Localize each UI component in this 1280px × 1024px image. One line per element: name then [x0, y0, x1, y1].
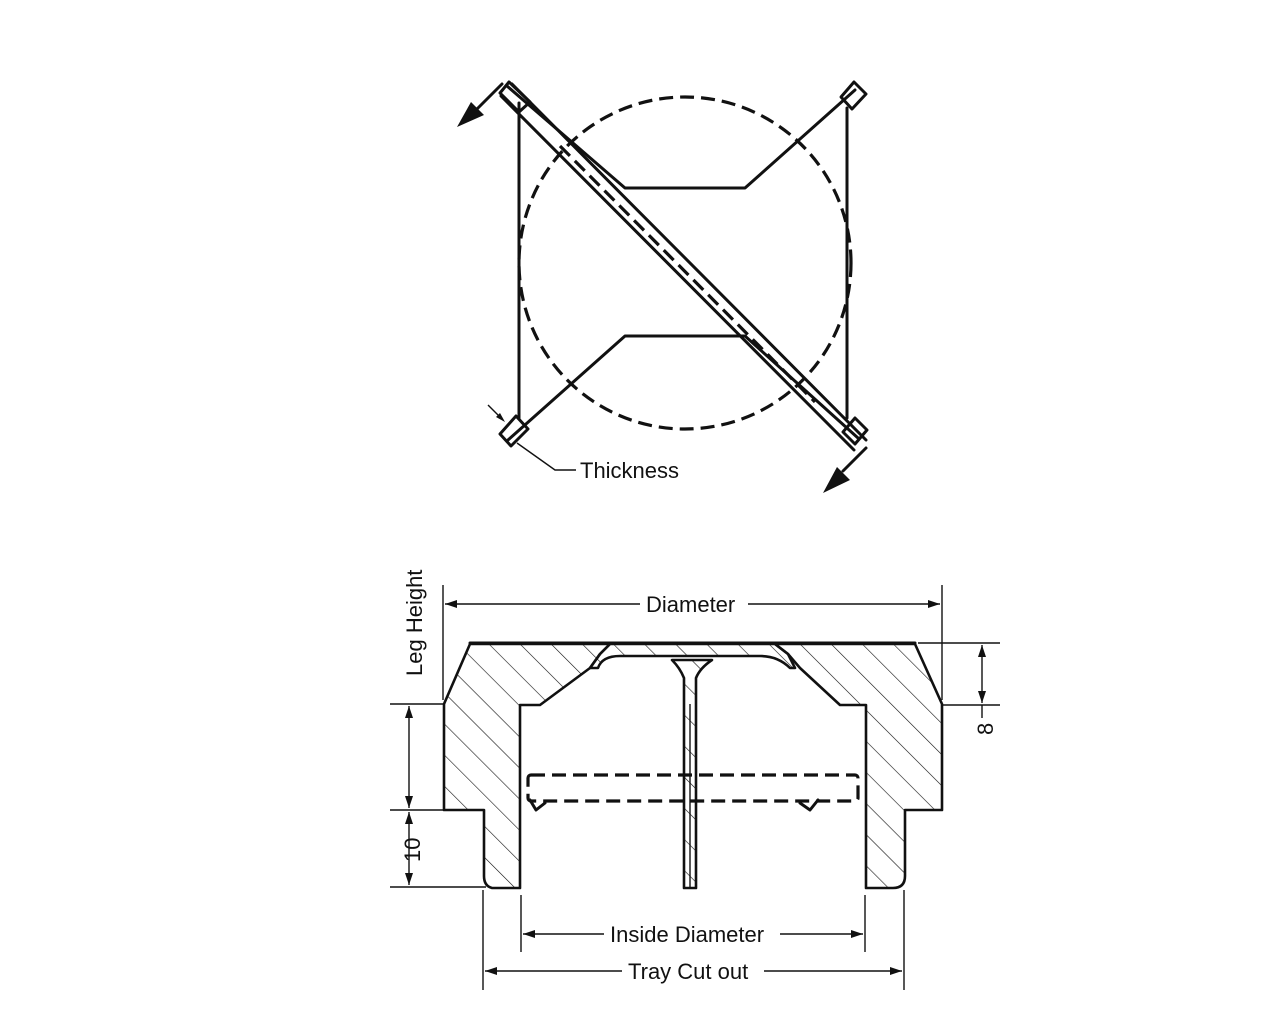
- thickness-label: Thickness: [580, 458, 679, 483]
- dim-10-label: 10: [400, 838, 425, 862]
- upper-profile: [505, 84, 857, 190]
- pad-top-right: [839, 80, 868, 111]
- pad-bottom-left: [498, 414, 530, 448]
- thickness-leader: [516, 442, 576, 471]
- lower-profile: [506, 334, 860, 442]
- section-plane-line-a: [510, 82, 868, 442]
- tray-clip-left: [528, 798, 547, 812]
- section-right: [773, 642, 944, 890]
- section-plane-line-b: [499, 94, 856, 452]
- section-arrow-top-stem: [474, 82, 504, 112]
- section-arrow-bottom-head: [823, 467, 850, 493]
- tray-clip-right: [798, 798, 820, 812]
- diameter-label: Diameter: [646, 592, 735, 617]
- thickness-arrowhead: [496, 413, 505, 422]
- tray-cut-out-label: Tray Cut out: [628, 959, 748, 984]
- top-view: Thickness: [457, 80, 869, 493]
- leg-height-label: Leg Height: [402, 570, 427, 676]
- tray-dashed: [526, 773, 860, 803]
- section-top-plate: [588, 642, 797, 670]
- section-plane-center: [558, 144, 817, 404]
- section-arrow-bottom-stem: [841, 446, 868, 473]
- pad-bottom-right: [841, 416, 869, 446]
- pad-top-left: [498, 80, 532, 114]
- section-view: Diameter Leg Height 8 10 Inside Diameter…: [390, 570, 1000, 990]
- inside-diameter-label: Inside Diameter: [610, 922, 764, 947]
- dim-8-label: 8: [973, 723, 998, 735]
- dashed-circle: [517, 95, 853, 431]
- section-arrow-top-head: [457, 102, 484, 127]
- section-left: [442, 642, 612, 890]
